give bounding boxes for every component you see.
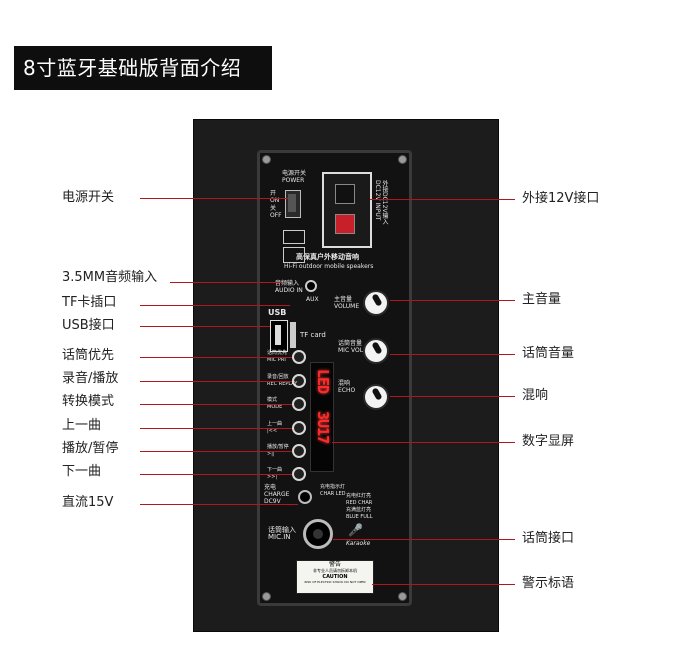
usb-label: USB: [268, 308, 287, 317]
label-mic-priority: 话筒优先: [62, 348, 115, 363]
tf-card-slot[interactable]: [290, 322, 296, 348]
leader-line-record-play: [140, 381, 292, 382]
power-switch-rocker: [288, 194, 296, 212]
label-main-volume: 主音量: [522, 292, 562, 307]
brand-en-label: Hi-Fi outdoor mobile speakers: [284, 263, 374, 270]
aux-label: AUX: [306, 296, 319, 303]
mode-button[interactable]: [292, 397, 306, 411]
power-switch[interactable]: [285, 190, 301, 218]
label-dc15v: 直流15V: [62, 495, 114, 510]
leader-line-display: [332, 442, 515, 443]
leader-line-aux: [170, 282, 282, 283]
karaoke-badge: [283, 247, 305, 263]
leader-line-mic-volume: [390, 354, 515, 355]
display-segment-bottom: 3U17: [314, 411, 332, 444]
terminal-red: [335, 214, 355, 234]
leader-line-echo: [390, 396, 515, 397]
usb-port[interactable]: [270, 320, 288, 352]
label-next: 下一曲: [62, 464, 102, 479]
leader-line-dc15v: [140, 504, 298, 505]
leader-line-warning: [372, 584, 515, 585]
leader-line-dc12v: [370, 199, 515, 200]
warning-sticker: 警告 非专业人员请勿拆卸本机 CAUTION RISK OF ELECTRIC …: [296, 560, 374, 594]
play-pause-button[interactable]: [292, 444, 306, 458]
btn-label-play: 播放/暂停 >||: [267, 444, 289, 457]
leader-line-tf: [140, 305, 290, 306]
next-track-button[interactable]: [292, 467, 306, 481]
title-banner: 8寸蓝牙基础版背面介绍: [14, 46, 272, 90]
volume-knob[interactable]: [363, 290, 389, 316]
off-label: 关 OFF: [270, 205, 282, 219]
caution-en-text: RISK OF ELECTRIC SHOCK DO NOT OPEN: [304, 580, 366, 584]
screw-icon: [262, 155, 271, 164]
screw-icon: [398, 592, 407, 601]
warning-cn-text: 非专业人员请勿拆卸本机: [313, 568, 357, 573]
prev-track-button[interactable]: [292, 421, 306, 435]
label-power-switch: 电源开关: [62, 190, 115, 205]
mic-jack-hole: [313, 529, 323, 539]
echo-label: 混响 ECHO: [338, 380, 356, 394]
dc12v-terminal[interactable]: [322, 172, 372, 248]
mic-in-label: 话筒输入 MIC.IN: [268, 526, 296, 541]
label-digital-display: 数字显屏: [522, 434, 575, 449]
label-echo: 混响: [522, 388, 549, 403]
bluetooth-badge: [283, 230, 305, 244]
leader-line-play-pause: [140, 451, 292, 452]
label-mic-jack: 话筒接口: [522, 531, 575, 546]
leader-line-usb: [140, 326, 270, 327]
terminal-black: [335, 184, 355, 204]
volume-label: 主音量 VOLUME: [334, 296, 360, 310]
mic-jack[interactable]: [303, 519, 333, 549]
tf-label: TF card: [300, 331, 326, 339]
brand-label: 高保真户外移动音响: [296, 253, 359, 261]
btn-label-next: 下一曲 >>|: [267, 467, 283, 480]
blue-led-label: 充满蓝灯亮 BLUE FULL: [346, 507, 373, 520]
dc15v-jack[interactable]: [298, 490, 312, 504]
leader-line-mic-jack: [333, 539, 515, 540]
leader-line-mode: [140, 404, 292, 405]
screw-icon: [398, 155, 407, 164]
label-play-pause: 播放/暂停: [62, 441, 119, 456]
mic-priority-button[interactable]: [292, 350, 306, 364]
label-prev: 上一曲: [62, 418, 102, 433]
display-segment-top: LED: [314, 369, 332, 394]
leader-line-mic-priority: [140, 357, 292, 358]
label-warning: 警示标语: [522, 576, 575, 591]
leader-line-power-switch: [140, 198, 288, 199]
btn-label-mode: 模式 MODE: [267, 397, 283, 410]
red-led-label: 充电红灯亮 RED CHAR: [346, 493, 373, 506]
label-aux-input: 3.5MM音频输入: [62, 270, 158, 285]
echo-knob[interactable]: [363, 384, 389, 410]
aux-jack[interactable]: [305, 280, 317, 292]
audio-in-label: 音频输入 AUDIO IN: [275, 280, 303, 294]
page-title: 8寸蓝牙基础版背面介绍: [23, 56, 242, 80]
usb-port-tongue: [275, 325, 281, 345]
btn-label-prev: 上一曲 |<<: [267, 421, 283, 434]
leader-line-next: [140, 474, 292, 475]
leader-line-main-volume: [390, 300, 515, 301]
btn-label-mic-pri: 话筒优先 MIC PRI: [267, 350, 288, 363]
record-play-button[interactable]: [292, 374, 306, 388]
label-tf-slot: TF卡插口: [62, 295, 117, 310]
label-mode: 转换模式: [62, 394, 115, 409]
mic-volume-knob[interactable]: [363, 338, 389, 364]
leader-line-prev: [140, 428, 292, 429]
on-label: 开 ON: [270, 190, 280, 204]
karaoke-label: Karaoke: [346, 540, 371, 547]
label-usb: USB接口: [62, 318, 115, 333]
caution-title: CAUTION: [322, 574, 348, 580]
btn-label-rec: 录音/回放 REC REPLAY: [267, 374, 298, 387]
led-display: LED 3U17: [310, 362, 334, 472]
microphone-icon: 🎤: [348, 523, 363, 537]
screw-icon: [262, 592, 271, 601]
label-mic-volume: 话筒音量: [522, 346, 575, 361]
label-dc12v: 外接12V接口: [522, 191, 600, 206]
charge-label: 充电 CHARGE DC9V: [264, 484, 290, 505]
mic-vol-label: 话筒音量 MIC VOL: [338, 340, 364, 354]
dc-input-label: 外接DC12V输入 DC12V INPUT: [374, 180, 388, 225]
power-label: 电源开关 POWER: [282, 170, 307, 184]
warning-title: 警告: [328, 561, 341, 568]
charge-led-label: 充电指示灯 CHAR LED: [320, 484, 346, 497]
label-record-play: 录音/播放: [62, 371, 119, 386]
